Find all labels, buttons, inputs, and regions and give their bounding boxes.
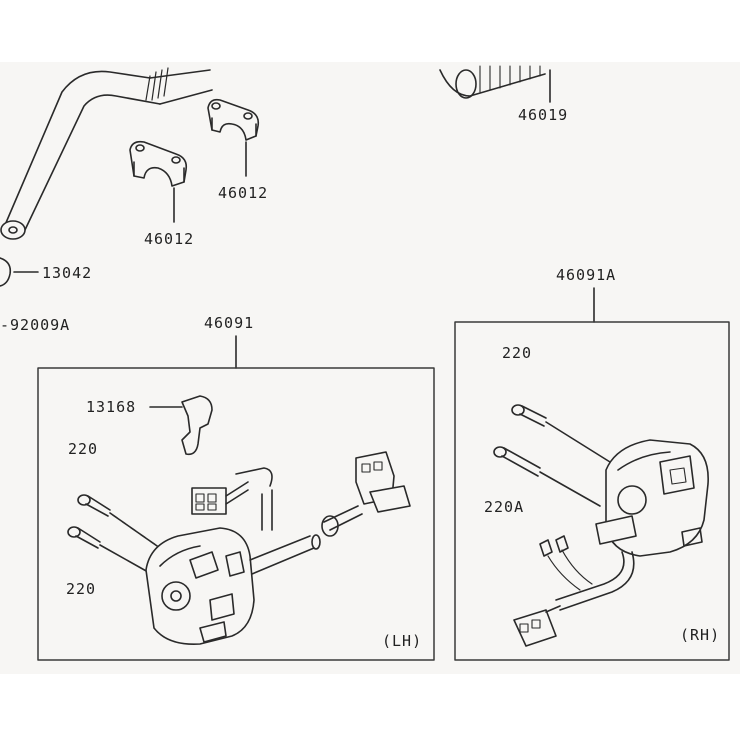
label-46091: 46091 [204, 314, 255, 332]
label-13168: 13168 [86, 398, 137, 416]
label-46012-upper: 46012 [218, 184, 269, 202]
label-46012-lower: 46012 [144, 230, 195, 248]
part-13042 [0, 257, 39, 287]
lh-switch-housing [145, 527, 255, 645]
rh-switch-housing [595, 439, 709, 557]
rh-wire-harness [513, 535, 635, 647]
label-rh-tag: (RH) [680, 626, 721, 644]
lh-connector-small [191, 481, 249, 515]
bracket-13168 [149, 395, 213, 456]
label-rh-220: 220 [502, 344, 533, 362]
right-grip-46019 [439, 65, 551, 103]
label-lh-220-top: 220 [68, 440, 99, 458]
label-lh-220-bottom: 220 [66, 580, 97, 598]
rh-screw-lower [493, 446, 601, 507]
lh-connector-large [355, 451, 411, 513]
handlebar [0, 67, 213, 240]
lh-screw-upper [77, 494, 161, 549]
lh-wire-harness [235, 467, 363, 575]
lh-frame [37, 367, 435, 661]
label-46091a: 46091A [556, 266, 617, 284]
label-rh-220a: 220A [484, 498, 525, 516]
label-lh-tag: (LH) [382, 632, 423, 650]
label-46019: 46019 [518, 106, 569, 124]
label-13042: 13042 [42, 264, 93, 282]
label-92009a: -92009A [0, 316, 71, 334]
rh-screw-upper [511, 404, 611, 463]
clamp-upper-46012 [207, 98, 260, 177]
rh-frame [454, 321, 730, 661]
lh-screw-lower [67, 526, 149, 573]
clamp-lower-46012 [129, 140, 188, 223]
